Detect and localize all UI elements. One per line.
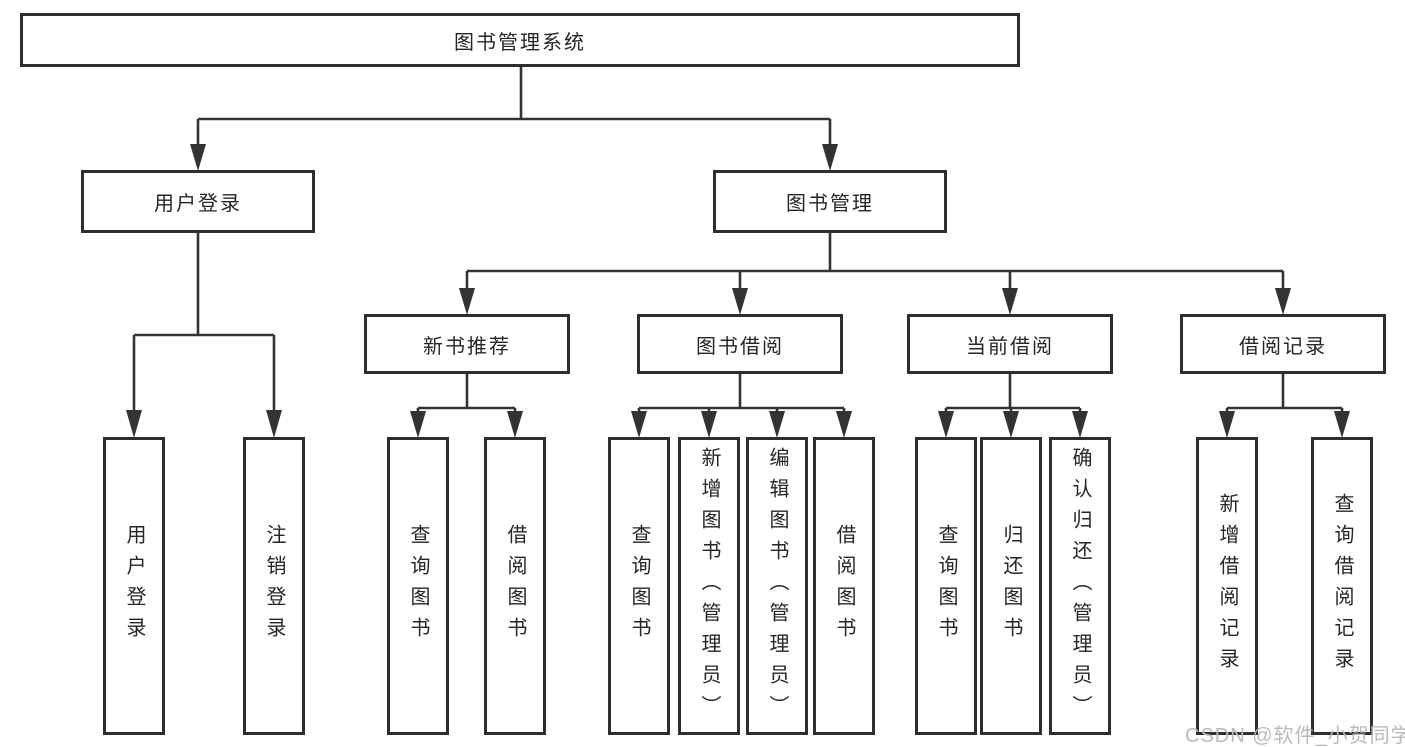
leaf-label: 确认归还（管理员） xyxy=(1069,446,1091,726)
node-current-borrowing: 当前借阅 xyxy=(907,314,1113,374)
leaf-edit-book-admin: 编辑图书（管理员） xyxy=(746,437,808,735)
leaf-query-books-recommend: 查询图书 xyxy=(387,437,449,735)
node-book-management: 图书管理 xyxy=(713,170,947,233)
leaf-confirm-return-admin: 确认归还（管理员） xyxy=(1049,437,1111,735)
leaf-label: 新增借阅记录 xyxy=(1216,493,1238,679)
node-book-borrowing: 图书借阅 xyxy=(637,314,843,374)
leaf-query-books-current: 查询图书 xyxy=(915,437,977,735)
leaf-label: 查询图书 xyxy=(407,524,429,648)
node-user-login: 用户登录 xyxy=(81,170,315,233)
node-borrowing-records: 借阅记录 xyxy=(1180,314,1386,374)
leaf-label: 查询借阅记录 xyxy=(1331,493,1353,679)
leaf-label: 归还图书 xyxy=(1000,524,1022,648)
leaf-add-book-admin: 新增图书（管理员） xyxy=(678,437,740,735)
leaf-label: 注销登录 xyxy=(263,524,285,648)
leaf-query-books-borrowing: 查询图书 xyxy=(608,437,670,735)
leaf-label: 查询图书 xyxy=(628,524,650,648)
connector-strokes xyxy=(132,67,1344,412)
leaf-label: 用户登录 xyxy=(123,524,145,648)
leaf-label: 查询图书 xyxy=(935,524,957,648)
leaf-query-borrow-record: 查询借阅记录 xyxy=(1311,437,1373,735)
node-new-book-recommendation: 新书推荐 xyxy=(364,314,570,374)
leaf-label: 借阅图书 xyxy=(833,524,855,648)
leaf-logout: 注销登录 xyxy=(243,437,305,735)
leaf-label: 借阅图书 xyxy=(504,524,526,648)
node-library-system: 图书管理系统 xyxy=(20,13,1020,67)
csdn-watermark: CSDN @软件_小贺同学 xyxy=(1185,725,1405,747)
arrow-heads xyxy=(126,144,1350,438)
leaf-borrow-books-borrowing: 借阅图书 xyxy=(813,437,875,735)
leaf-borrow-books-recommend: 借阅图书 xyxy=(484,437,546,735)
leaf-user-login: 用户登录 xyxy=(103,437,165,735)
leaf-label: 编辑图书（管理员） xyxy=(766,446,788,726)
leaf-label: 新增图书（管理员） xyxy=(698,446,720,726)
leaf-add-borrow-record: 新增借阅记录 xyxy=(1196,437,1258,735)
leaf-return-books: 归还图书 xyxy=(980,437,1042,735)
